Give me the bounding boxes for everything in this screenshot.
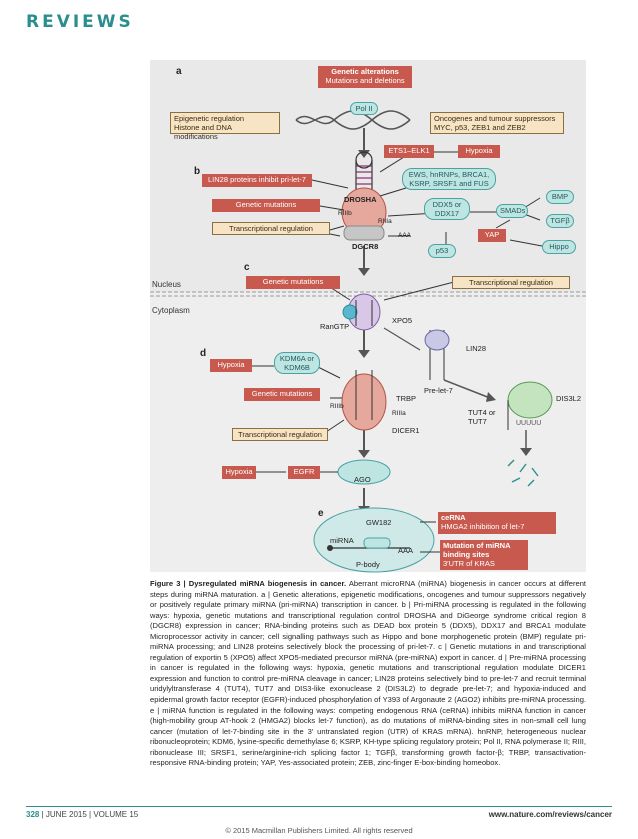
oncogenes-title: Oncogenes and tumour suppressors (434, 114, 556, 123)
panel-letter-e: e (318, 508, 324, 519)
pol2-bubble: Pol II (350, 102, 378, 115)
mutation-title: Mutation of miRNA binding sites (443, 541, 511, 559)
oncogenes-box: Oncogenes and tumour suppressors MYC, p5… (430, 112, 564, 134)
panel-letter-b: b (194, 166, 201, 177)
hypoxia-box-d: Hypoxia (210, 359, 252, 372)
ddx-bubble: DDX5 or DDX17 (424, 198, 470, 220)
riiib-label-b: RIIIb (338, 210, 352, 217)
aaa-label-b: AAA (398, 232, 412, 239)
smads-bubble: SMADs (496, 204, 528, 218)
issue-text: | JUNE 2015 | VOLUME 15 (41, 810, 139, 819)
ets1-box: ETS1–ELK1 (384, 145, 434, 158)
panel-letter-d: d (200, 348, 207, 359)
mirna-label: miRNA (330, 536, 354, 545)
nucleus-label: Nucleus (152, 280, 181, 289)
lin28-label-d: LIN28 (466, 344, 487, 353)
tgfb-bubble: TGFβ (546, 214, 574, 228)
mutation-sub: 3′UTR of KRAS (443, 559, 495, 568)
copyright: © 2015 Macmillan Publishers Limited. All… (225, 826, 413, 835)
genetic-alterations-sub: Mutations and deletions (325, 76, 405, 85)
genetic-mutations-box-d: Genetic mutations (244, 388, 320, 401)
egfr-box: EGFR (288, 466, 320, 479)
cerna-sub: HMGA2 inhibition of let-7 (441, 522, 525, 531)
ews-bubble: EWS, hnRNPs, BRCA1, KSRP, SRSF1 and FUS (402, 168, 496, 190)
bmp-bubble: BMP (546, 190, 574, 204)
xpo5-label: XPO5 (392, 316, 413, 325)
gw182-label: GW182 (366, 518, 392, 527)
riiib-label-d: RIIIb (330, 403, 344, 410)
dicer1-label: DICER1 (392, 426, 420, 435)
figure-caption: Figure 3 | Dysregulated miRNA biogenesis… (150, 579, 586, 769)
caption-label: Figure 3 | Dysregulated miRNA biogenesis… (150, 579, 347, 588)
genetic-mutations-box-b: Genetic mutations (212, 199, 320, 212)
caption-text: Aberrant microRNA (miRNA) biogenesis in … (150, 579, 586, 768)
page-number: 328 (26, 810, 40, 819)
cerna-title: ceRNA (441, 513, 466, 522)
yap-box: YAP (478, 229, 506, 242)
panel-letter-a: a (176, 66, 182, 77)
footer-issue: 328 | JUNE 2015 | VOLUME 15 (26, 810, 138, 819)
tut-label: TUT4 or TUT7 (468, 408, 496, 426)
kdm6-bubble: KDM6A or KDM6B (274, 352, 320, 374)
cytoplasm-label: Cytoplasm (152, 306, 190, 315)
genetic-alterations-title: Genetic alterations (331, 67, 399, 76)
ago-label: AGO (354, 475, 371, 484)
epigenetic-sub: Histone and DNA modifications (174, 123, 232, 141)
aaa-label-e: AAA (398, 546, 414, 555)
dis3l2-label: DIS3L2 (556, 394, 582, 403)
trbp-label: TRBP (396, 394, 417, 403)
hypoxia-box-d2: Hypoxia (222, 466, 256, 479)
genetic-mutations-box-c: Genetic mutations (246, 276, 340, 289)
journal-url[interactable]: www.nature.com/reviews/cancer (488, 810, 612, 819)
section-title: REVIEWS (26, 12, 134, 32)
epigenetic-box: Epigenetic regulation Histone and DNA mo… (170, 112, 280, 141)
hippo-bubble: Hippo (542, 240, 576, 254)
footer-rule (26, 806, 612, 807)
p53-bubble: p53 (428, 244, 456, 258)
riiia-label-d: RIIIa (392, 410, 406, 417)
riiia-label-b: RIIIa (378, 218, 392, 225)
epigenetic-title: Epigenetic regulation (174, 114, 245, 123)
transcriptional-box-c: Transcriptional regulation (452, 276, 570, 289)
uuuuu-label: UUUUU (516, 420, 542, 427)
lin28-inhibit-box: LIN28 proteins inhibit pri-let-7 (202, 174, 312, 187)
cerna-box: ceRNA HMGA2 inhibition of let-7 (438, 512, 556, 534)
oncogenes-sub: MYC, p53, ZEB1 and ZEB2 (434, 123, 526, 132)
transcriptional-box-b: Transcriptional regulation (212, 222, 330, 235)
pbody-label: P-body (356, 560, 380, 569)
genetic-alterations-box: Genetic alterations Mutations and deleti… (318, 66, 412, 88)
panel-letter-c: c (244, 262, 250, 273)
mutation-box: Mutation of miRNA binding sites 3′UTR of… (440, 540, 528, 570)
drosha-label: DROSHA (344, 195, 377, 204)
hypoxia-box-a: Hypoxia (458, 145, 500, 158)
prelet7-label: Pre-let-7 (424, 386, 453, 395)
rangtp-label: RanGTP (320, 322, 350, 331)
dgcr8-label: DGCR8 (352, 242, 379, 251)
transcriptional-box-d: Transcriptional regulation (232, 428, 328, 441)
